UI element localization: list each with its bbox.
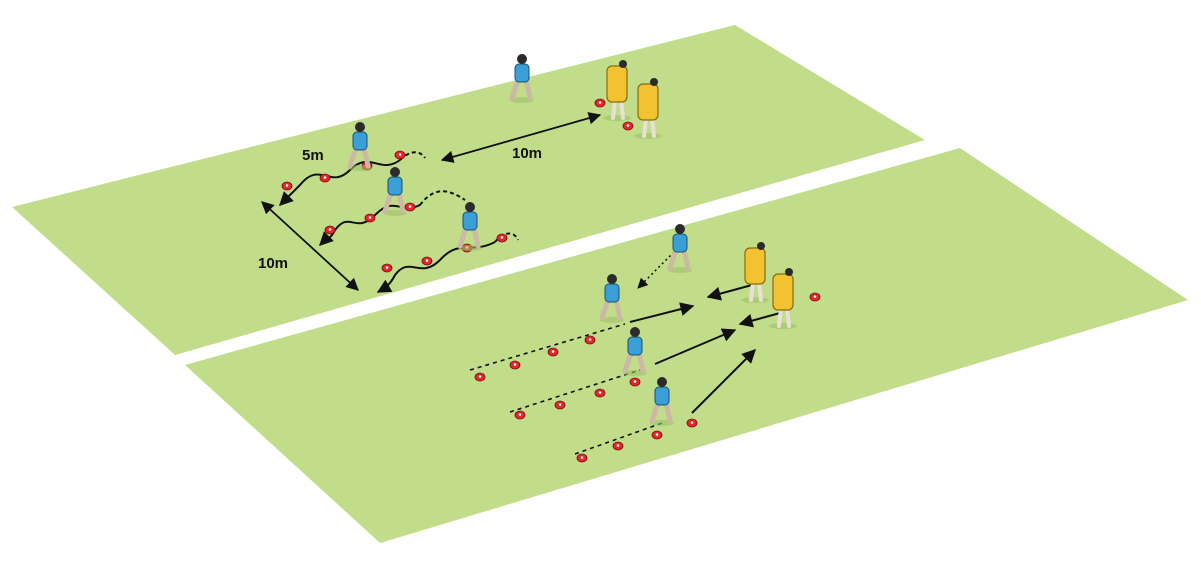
bottom-pitch [185, 148, 1188, 543]
top-drill: 5m 10m 10m [258, 54, 664, 293]
label-10m-depth: 10m [258, 255, 288, 272]
run-arrow-3 [691, 349, 756, 414]
distance-arrow-10m-across [440, 112, 602, 163]
distance-arrow-10m-depth [261, 201, 359, 291]
pass-line [637, 251, 675, 289]
bottom-drill [469, 224, 821, 463]
defender-arrow-2 [738, 312, 781, 328]
run-arrow-2 [654, 328, 737, 365]
defender-arrow-1 [706, 284, 753, 301]
label-10m-across: 10m [512, 145, 542, 162]
top-pitch [12, 25, 925, 355]
run-arrow-1 [629, 302, 695, 323]
label-5m: 5m [302, 147, 324, 164]
